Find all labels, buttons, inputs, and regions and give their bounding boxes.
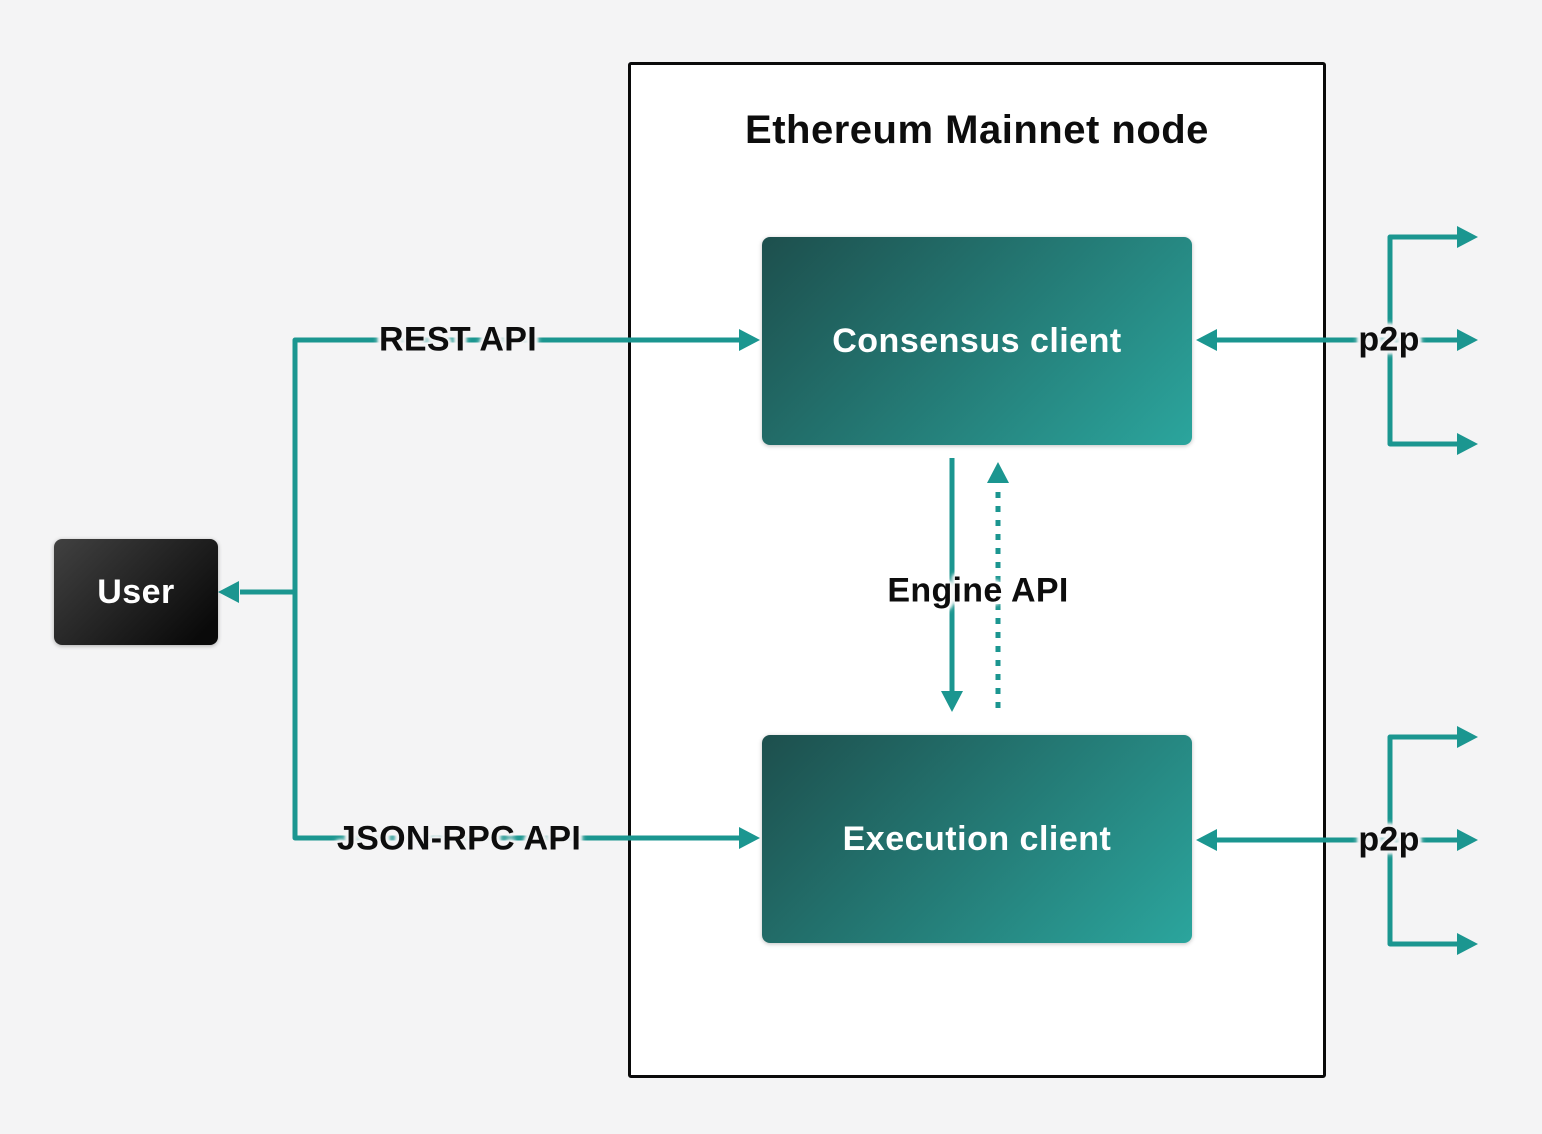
execution-client-label: Execution client	[842, 819, 1112, 858]
user-box: User	[54, 539, 218, 645]
arrowhead-p2p-top-lower	[1457, 433, 1478, 455]
jsonrpc-api-label: JSON-RPC API	[336, 819, 582, 858]
consensus-client-label: Consensus client	[832, 321, 1122, 360]
arrowhead-p2p-bottom-lower	[1457, 933, 1478, 955]
arrowhead-p2p-top-upper	[1457, 226, 1478, 248]
user-label: User	[97, 572, 175, 611]
p2p-bottom-label: p2p	[1358, 820, 1420, 859]
arrowhead-into-user	[218, 581, 239, 603]
p2p-top-label: p2p	[1358, 320, 1420, 359]
execution-client-box: Execution client	[762, 735, 1192, 943]
arrowhead-p2p-bottom-middle	[1457, 829, 1478, 851]
rest-api-label: REST API	[379, 320, 537, 359]
node-box-title: Ethereum Mainnet node	[745, 108, 1209, 152]
consensus-client-box: Consensus client	[762, 237, 1192, 445]
arrowhead-p2p-top-middle	[1457, 329, 1478, 351]
arrowhead-p2p-bottom-upper	[1457, 726, 1478, 748]
engine-api-label: Engine API	[887, 571, 1069, 610]
